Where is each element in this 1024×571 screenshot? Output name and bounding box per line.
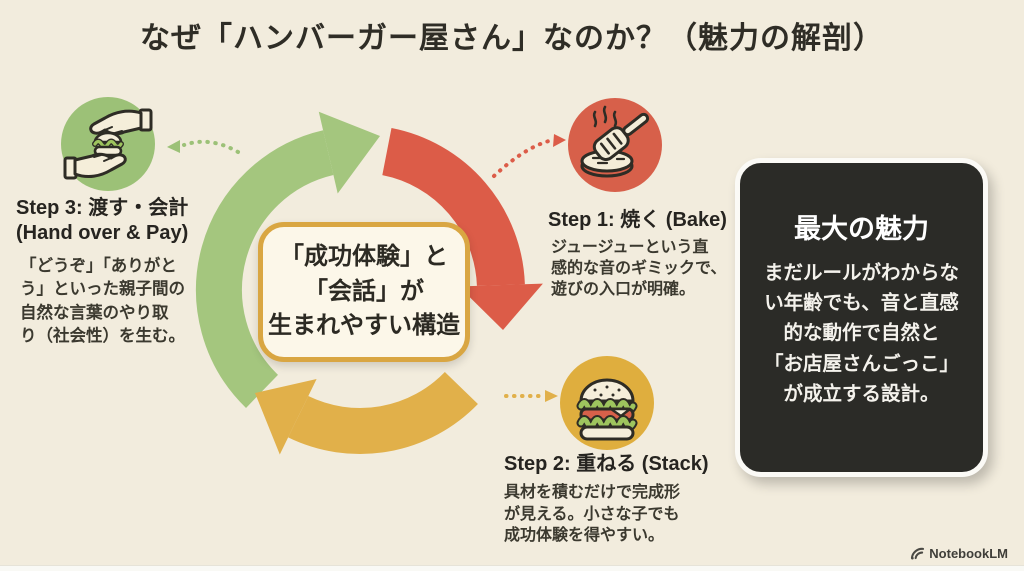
cycle-arc-gold <box>255 371 478 455</box>
step3-circle <box>61 97 155 191</box>
notebooklm-logo-icon <box>911 547 925 560</box>
page-title: なぜ「ハンバーガー屋さん」なのか？（魅力の解剖） <box>140 22 884 55</box>
highlight-panel: 最大の魅力 まだルールがわからな い年齢でも、音と直感 的な動作で自然と 「お店… <box>735 158 988 477</box>
step1-description: ジュージューという直 感的な音のギミックで、 遊びの入口が明確。 <box>551 239 727 299</box>
hands-exchange-icon <box>63 108 153 180</box>
center-box: 「成功体験」と 「会話」が 生まれやすい構造 <box>258 222 470 362</box>
panel-title: 最大の魅力 <box>794 214 929 244</box>
step2-description: 具材を積むだけで完成形 が見える。小さな子でも 成功体験を得やすい。 <box>504 484 681 545</box>
cycle-arc-red <box>381 128 543 330</box>
notebooklm-logo: NotebookLM <box>910 546 1008 561</box>
hamburger-icon <box>576 378 638 441</box>
step3-description: 「どうぞ」「ありがと う」といった親子間の 自然な言葉のやり取 り（社会性）を生… <box>20 257 185 346</box>
center-box-text: 「成功体験」と 「会話」が 生まれやすい構造 <box>268 242 460 340</box>
bottom-strip <box>0 565 1024 571</box>
step2-circle <box>560 356 654 450</box>
dotted-arrow-step3 <box>167 139 240 154</box>
grill-spatula-icon <box>580 105 650 178</box>
step2-label: Step 2: 重ねる (Stack) <box>504 453 709 475</box>
step1-label: Step 1: 焼く (Bake) <box>548 209 727 231</box>
step3-label: Step 3: 渡す・会計 (Hand over & Pay) <box>16 197 189 244</box>
dotted-arrow-step2 <box>504 390 558 402</box>
dotted-arrow-step1 <box>492 134 566 178</box>
brand-label: NotebookLM <box>929 546 1008 561</box>
cycle-arc-green <box>196 111 380 408</box>
panel-body: まだルールがわからな い年齢でも、音と直感 的な動作で自然と 「お店屋さんごっこ… <box>763 262 959 405</box>
step1-circle <box>568 98 662 192</box>
